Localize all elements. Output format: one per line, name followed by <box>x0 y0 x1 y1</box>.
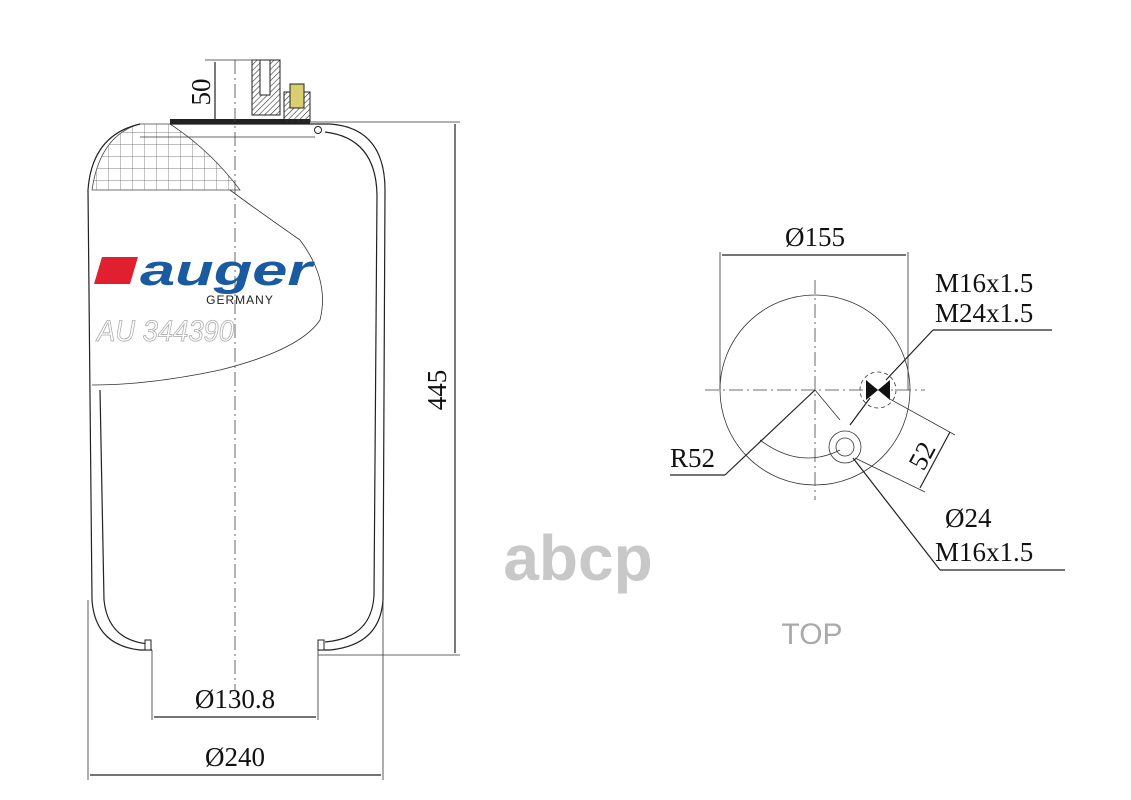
auger-logo: auger GERMANY AU 344390 <box>94 246 316 348</box>
bellows-inner-wall-left <box>99 389 149 645</box>
thread-m16: M16x1.5 <box>935 268 1033 298</box>
bottom-bead-left <box>144 639 152 651</box>
logo-red-mark <box>94 257 138 284</box>
fabric-grid <box>91 123 241 191</box>
thread-m24: M24x1.5 <box>935 298 1033 328</box>
side-view: 50 445 Ø130.8 Ø240 <box>87 59 460 780</box>
offset-center-link <box>814 389 841 421</box>
logo-area-outline <box>91 189 323 386</box>
dim-52-extension-upper <box>887 397 956 436</box>
bellows-inner-wall-right <box>324 131 378 643</box>
inlet-thread: M16x1.5 <box>935 537 1033 567</box>
radius-leader <box>724 389 816 476</box>
thread-leader <box>885 329 934 381</box>
logo-brand: auger <box>140 246 316 295</box>
part-number: AU 344390 <box>95 315 234 348</box>
dim-240: Ø240 <box>205 742 265 772</box>
view-label-top: TOP <box>781 618 842 651</box>
stud-bore <box>259 59 271 96</box>
dim-50: 50 <box>186 79 216 106</box>
dim-52-extension-lower <box>854 457 926 493</box>
air-inlet-bore <box>835 437 855 457</box>
watermark: abcp <box>503 522 652 594</box>
dim-24: Ø24 <box>945 503 992 533</box>
top-view: Ø155 M16x1.5 M24x1.5 Ø24 M16x1.5 R52 52 … <box>670 222 1065 651</box>
bottom-bead-right <box>317 639 325 651</box>
dim-445: 445 <box>422 370 452 411</box>
dim-130-8: Ø130.8 <box>195 684 275 714</box>
bellows-outline <box>87 123 386 651</box>
dim-155: Ø155 <box>785 222 845 252</box>
bead-ring <box>314 126 322 134</box>
inlet-leader <box>852 457 941 571</box>
dim-r52: R52 <box>670 443 715 473</box>
dim-52-line <box>919 431 951 489</box>
dim-52: 52 <box>902 437 941 475</box>
air-fitting-insert <box>289 83 305 109</box>
air-inlet-circle <box>828 430 862 464</box>
thread-hole-icon <box>866 380 890 400</box>
top-plate <box>170 119 310 124</box>
thread-hole-circle <box>859 371 897 409</box>
hole-spacing-line <box>849 397 871 426</box>
logo-country: GERMANY <box>206 293 274 307</box>
radius-arc <box>759 439 841 459</box>
